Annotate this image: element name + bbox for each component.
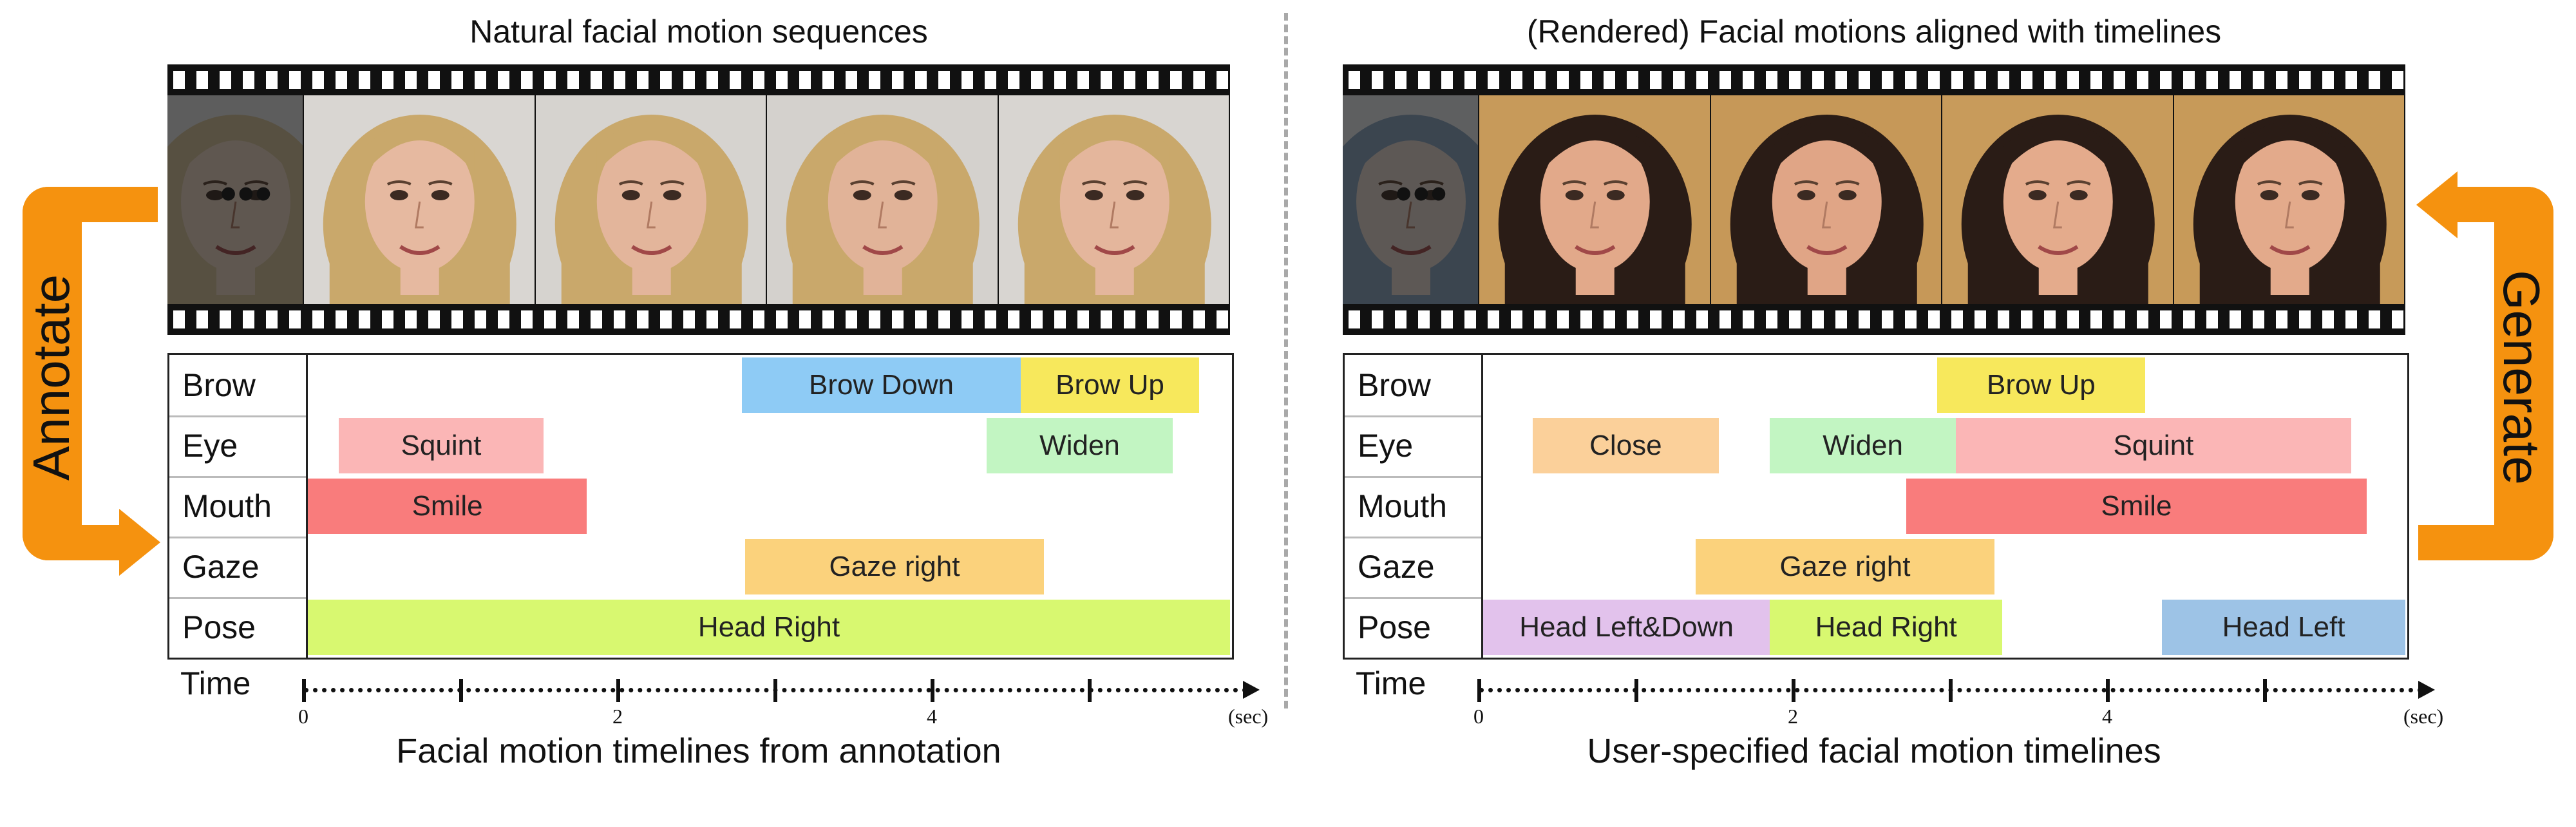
time-axis-arrowhead	[1243, 681, 1260, 699]
time-label: Time	[1356, 665, 1426, 701]
film-perforations-bottom	[1343, 310, 2405, 328]
timeline-segment: Smile	[1906, 479, 2367, 534]
time-tick	[1088, 679, 1092, 702]
timeline-segment: Head Right	[1770, 600, 2003, 655]
generate-bracket-spine	[2494, 187, 2553, 560]
row-divider	[169, 415, 306, 417]
timeline-segment: Head Left	[2162, 600, 2405, 655]
right-ellipsis: •••	[1396, 168, 1448, 220]
timeline-segment: Gaze right	[744, 539, 1045, 594]
timeline-segment: Gaze right	[1695, 539, 1995, 594]
film-perforations-top	[1343, 71, 2405, 89]
row-label-pose: Pose	[182, 609, 256, 645]
panel-divider	[1284, 13, 1288, 708]
time-tick	[1792, 679, 1795, 702]
time-tick	[2106, 679, 2110, 702]
tick-label: 2	[612, 705, 623, 728]
row-label-brow: Brow	[1358, 367, 1431, 403]
left-caption: Facial motion timelines from annotation	[396, 732, 1001, 770]
timeline-segment: Smile	[308, 479, 587, 534]
annotate-bracket-bottom	[23, 525, 119, 560]
timeline-segment: Brow Up	[1937, 357, 2145, 413]
left-time-axis: Time 0 2 4 (sec)	[167, 663, 1275, 734]
row-label-gaze: Gaze	[182, 549, 260, 585]
generate-arrowhead	[2416, 171, 2458, 238]
row-divider	[169, 597, 306, 599]
time-axis-arrowhead	[2418, 681, 2435, 699]
time-tick	[1477, 679, 1481, 702]
blonde-face-frown	[767, 95, 998, 304]
row-label-mouth: Mouth	[1358, 488, 1447, 524]
right-frames	[1343, 95, 2405, 304]
right-title: (Rendered) Facial motions aligned with t…	[1526, 14, 2222, 50]
painted-face-eyes-closed	[1479, 95, 1710, 304]
generate-bracket-bottom	[2418, 525, 2553, 560]
left-frames	[167, 95, 1230, 304]
right-time-axis: Time 0 2 4 (sec)	[1343, 663, 2450, 734]
left-ellipsis: •••	[220, 168, 273, 220]
timeline-segment: Brow Down	[741, 357, 1021, 413]
time-tick	[1949, 679, 1953, 702]
timeline-segment: Head Right	[308, 600, 1230, 655]
row-label-brow: Brow	[182, 367, 256, 403]
timeline-segment: Widen	[1770, 418, 1956, 473]
row-divider	[169, 537, 306, 538]
blonde-face-talking	[535, 95, 766, 304]
time-tick	[2263, 679, 2267, 702]
painted-face-smile	[1942, 95, 2173, 304]
timeline-segment: Head Left&Down	[1483, 600, 1770, 655]
row-divider	[1345, 415, 1481, 417]
painted-face-smile-tilt	[2174, 95, 2404, 304]
row-label-column	[1345, 355, 1483, 658]
right-caption: User-specified facial motion timelines	[1587, 732, 2161, 770]
time-tick	[773, 679, 777, 702]
row-divider	[1345, 476, 1481, 478]
time-tick	[931, 679, 934, 702]
row-label-eye: Eye	[1358, 428, 1414, 464]
row-label-mouth: Mouth	[182, 488, 272, 524]
row-label-column	[169, 355, 308, 658]
annotate-label: Annotate	[23, 274, 80, 481]
tick-label: 2	[1788, 705, 1798, 728]
timeline-segment: Squint	[339, 418, 544, 473]
row-divider	[1345, 597, 1481, 599]
faded-blonde-face	[167, 95, 303, 304]
annotate-bracket-spine	[23, 187, 82, 560]
annotate-arrowhead	[119, 509, 160, 576]
timeline-segment: Close	[1533, 418, 1719, 473]
row-divider	[1345, 537, 1481, 538]
timeline-segment: Widen	[987, 418, 1173, 473]
time-tick	[1634, 679, 1638, 702]
row-divider	[169, 476, 306, 478]
timeline-segment: Squint	[1956, 418, 2351, 473]
film-perforations-top	[167, 71, 1230, 89]
left-title: Natural facial motion sequences	[469, 14, 928, 50]
time-tick	[302, 679, 306, 702]
tick-label: 4	[927, 705, 937, 728]
tick-label: 0	[1473, 705, 1484, 728]
row-label-pose: Pose	[1358, 609, 1431, 645]
generate-label: Generate	[2493, 270, 2550, 485]
painted-face-eyes-wide	[1710, 95, 1941, 304]
film-perforations-bottom	[167, 310, 1230, 328]
time-unit-label: (sec)	[1228, 705, 1269, 728]
time-label: Time	[180, 665, 251, 701]
row-label-gaze: Gaze	[1358, 549, 1435, 585]
time-unit-label: (sec)	[2403, 705, 2444, 728]
right-film-strip: •••	[1343, 64, 2405, 335]
tick-label: 0	[298, 705, 308, 728]
faded-painted-face	[1343, 95, 1478, 304]
tick-label: 4	[2102, 705, 2112, 728]
timeline-segment: Brow Up	[1021, 357, 1199, 413]
left-film-strip: •••	[167, 64, 1230, 335]
blonde-face-smile	[304, 95, 535, 304]
blonde-face-surprised	[998, 95, 1229, 304]
row-label-eye: Eye	[182, 428, 238, 464]
time-tick	[616, 679, 620, 702]
time-tick	[459, 679, 463, 702]
